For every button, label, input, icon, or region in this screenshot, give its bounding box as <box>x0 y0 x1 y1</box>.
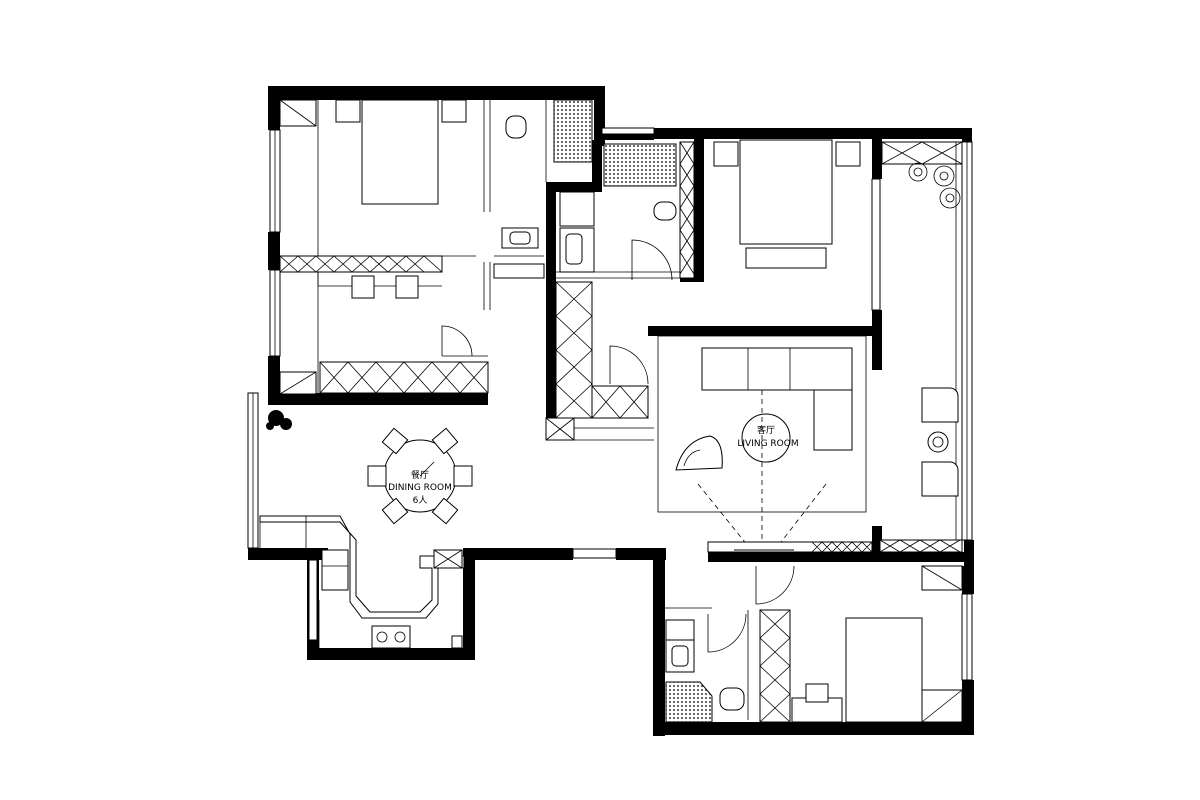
coffee-table <box>741 413 791 463</box>
kitchen-counter <box>259 515 465 619</box>
guest-bathroom <box>556 141 695 281</box>
master-bathroom <box>493 99 593 279</box>
cooktop <box>371 625 411 649</box>
side-table <box>927 431 949 453</box>
wardrobe <box>319 361 489 394</box>
living-room-label-cn: 客厅 <box>757 424 775 436</box>
living-room: 客厅 LIVING ROOM <box>657 335 873 553</box>
nightstand <box>335 99 361 123</box>
chair <box>395 275 419 299</box>
nightstand <box>713 141 739 167</box>
armchair <box>675 435 723 471</box>
vanity <box>493 263 545 279</box>
sink <box>321 549 349 591</box>
chair <box>805 683 829 703</box>
dining-seats-label: 6人 <box>413 495 428 506</box>
dining-room: 餐厅 DINING ROOM 6人 <box>266 410 473 525</box>
dining-room-label-cn: 餐厅 <box>411 469 429 481</box>
toilet <box>505 115 527 139</box>
dining-room-label-en: DINING ROOM <box>388 483 452 493</box>
potted-plant-icon <box>266 410 292 430</box>
hall-closet <box>545 281 654 441</box>
lounge-chair <box>921 461 959 497</box>
living-room-label-en: LIVING ROOM <box>737 439 798 449</box>
lounge-chair <box>921 387 959 423</box>
balcony <box>879 142 963 553</box>
shower <box>553 99 593 163</box>
wardrobe <box>759 609 791 723</box>
third-bathroom <box>665 607 747 723</box>
toilet <box>719 687 745 711</box>
bathtub <box>603 143 677 187</box>
chair <box>351 275 375 299</box>
windows <box>247 127 973 681</box>
shower <box>665 681 713 723</box>
chaise <box>813 389 853 451</box>
double-bed <box>361 99 439 205</box>
second-bedroom <box>713 139 963 269</box>
interior-walls <box>648 139 974 570</box>
double-bed <box>739 139 833 245</box>
sofa <box>701 347 853 391</box>
nightstand <box>441 99 467 123</box>
bench <box>745 247 827 269</box>
dining-chair <box>367 427 473 525</box>
third-bedroom <box>747 565 963 723</box>
tv-cabinet <box>707 541 873 553</box>
potted-plant-icon <box>908 162 961 209</box>
kitchen <box>259 515 465 649</box>
master-bedroom <box>279 99 491 395</box>
double-bed <box>845 617 923 723</box>
toilet <box>653 201 677 221</box>
nightstand <box>835 141 861 167</box>
